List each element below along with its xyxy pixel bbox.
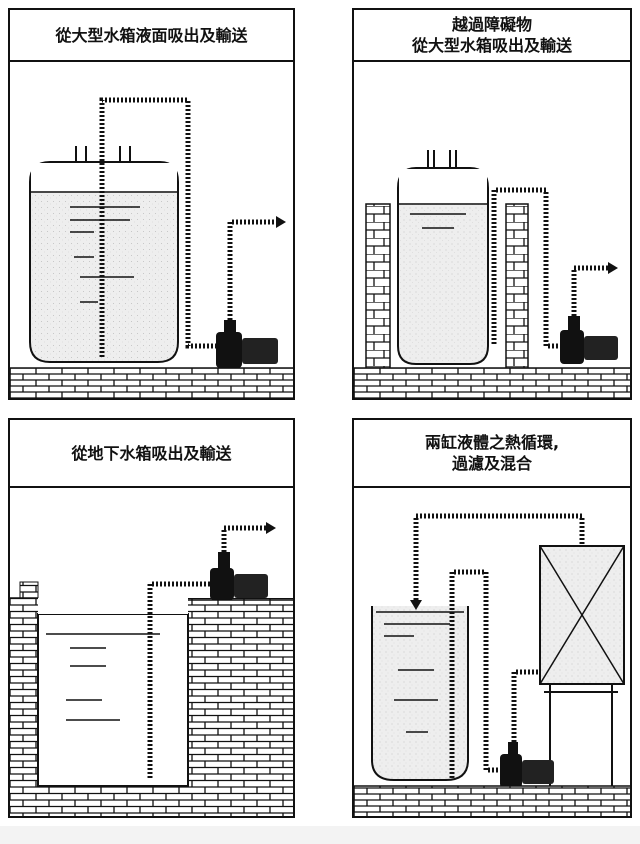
panel-underground-tank: 從地下水箱吸出及輸送: [8, 418, 295, 818]
diagram-over-obstacle: [354, 150, 630, 398]
panel-over-obstacle: 越過障礙物 從大型水箱吸出及輸送: [352, 8, 632, 400]
filter-stand: [544, 684, 618, 794]
diagram-surface-suction: [10, 97, 293, 398]
brick-wall-icon: [365, 203, 391, 369]
panel-title-line: 從大型水箱液面吸出及輸送: [55, 25, 248, 45]
pump-icon: [500, 742, 554, 788]
brick-floor: [354, 785, 630, 816]
underground-tank: [37, 613, 189, 787]
return-pipe: [413, 513, 585, 604]
panel-title: 從地下水箱吸出及輸送: [10, 420, 293, 488]
brick-floor: [354, 367, 630, 398]
discharge-pipe: [227, 219, 276, 320]
pump-icon: [560, 316, 618, 364]
suction-pipe: [449, 569, 504, 778]
panel-title: 從大型水箱液面吸出及輸送: [10, 10, 293, 62]
panel-surface-suction: 從大型水箱液面吸出及輸送: [8, 8, 295, 400]
discharge-pipe: [571, 265, 608, 316]
panel-title-line: 過濾及混合: [451, 454, 532, 473]
pump-icon: [216, 320, 278, 368]
flow-arrow-icon: [410, 600, 422, 610]
brick-wall-icon: [505, 203, 529, 369]
panel-title: 越過障礙物 從大型水箱吸出及輸送: [354, 10, 630, 62]
page-footer-strip: [0, 826, 640, 844]
filter-tank-icon: [539, 545, 625, 685]
pump-icon: [210, 552, 268, 600]
discharge-pipe: [511, 669, 538, 742]
panel-title-line: 兩缸液體之熱循環,: [424, 433, 560, 452]
diagram-underground-tank: [10, 522, 293, 816]
diagram-thermal-circulation: [354, 513, 630, 816]
panel-title-line: 從地下水箱吸出及輸送: [71, 443, 232, 463]
panel-title-line: 從大型水箱吸出及輸送: [411, 36, 572, 55]
panel-title-line: 越過障礙物: [451, 15, 532, 34]
panel-thermal-circulation: 兩缸液體之熱循環, 過濾及混合: [352, 418, 632, 818]
panel-title: 兩缸液體之熱循環, 過濾及混合: [354, 420, 630, 488]
flow-arrow-icon: [266, 522, 276, 534]
brick-floor: [10, 367, 293, 398]
flow-arrow-icon: [276, 216, 286, 228]
tank-outline: [371, 606, 469, 781]
suction-pipe: [147, 581, 212, 778]
discharge-pipe: [221, 525, 266, 552]
flow-arrow-icon: [608, 262, 618, 274]
suction-pipe: [491, 187, 564, 349]
